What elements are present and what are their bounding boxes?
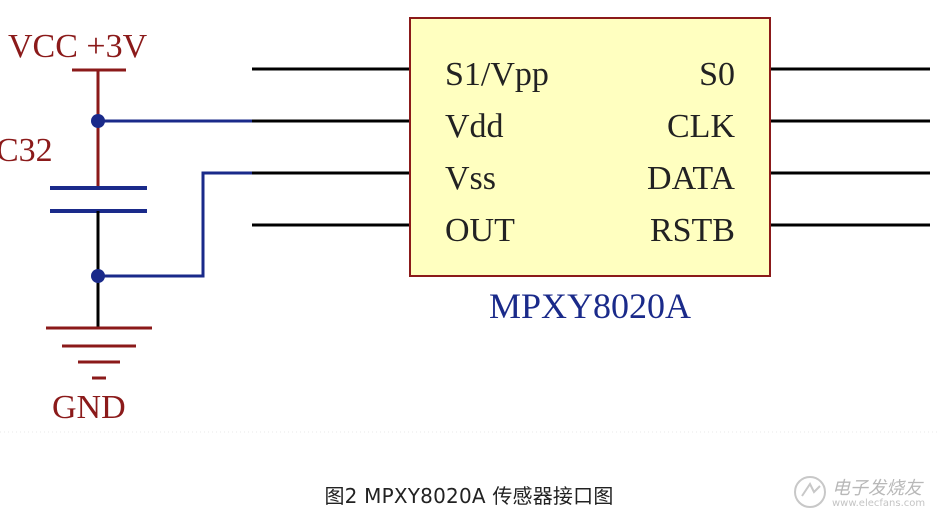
watermark: 电子发烧友 www.elecfans.com — [792, 470, 932, 516]
ground-symbol — [46, 326, 152, 380]
watermark-text: 电子发烧友 — [832, 478, 922, 499]
pin-label-s1vpp: S1/Vpp — [445, 56, 549, 93]
chip-body — [409, 17, 771, 277]
vcc-label: VCC +3V — [8, 28, 148, 65]
capacitor-label: C32 — [0, 132, 53, 169]
pin-label-s0: S0 — [699, 56, 735, 93]
watermark-logo-icon — [794, 476, 826, 508]
watermark-url: www.elecfans.com — [832, 498, 926, 509]
pin-label-vdd: Vdd — [445, 108, 504, 145]
figure-caption: 图2 MPXY8020A 传感器接口图 — [324, 484, 614, 508]
capacitor-c32 — [50, 186, 147, 328]
wires — [98, 119, 252, 278]
pin-label-out: OUT — [445, 212, 515, 249]
wire-vss — [98, 171, 252, 278]
pin-label-vss: Vss — [445, 160, 496, 197]
schematic-diagram: VCC +3V C32 GND S1/Vpp Vdd Vss O — [0, 17, 938, 433]
gnd-label: GND — [52, 389, 126, 426]
left-pins — [252, 67, 410, 227]
vcc-power-symbol — [72, 68, 126, 188]
pin-label-clk: CLK — [667, 108, 735, 145]
chip-name: MPXY8020A — [489, 286, 691, 326]
right-pins — [770, 67, 930, 227]
pin-label-rstb: RSTB — [650, 212, 735, 249]
pin-label-data: DATA — [647, 160, 735, 197]
